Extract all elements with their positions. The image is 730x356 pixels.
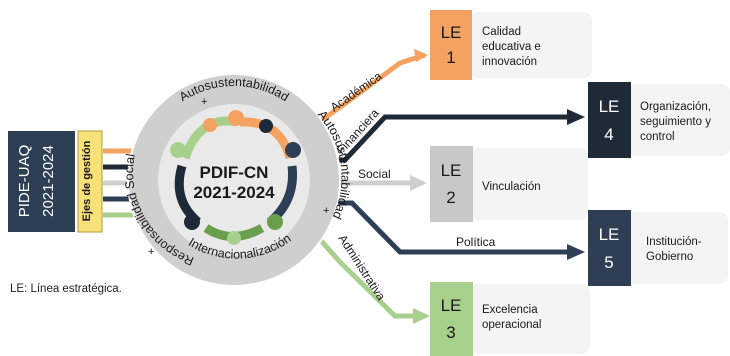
central-disk: Autosustentabilidad Responsabilidad Soci… xyxy=(122,73,353,287)
source-box: PIDE-UAQ 2021-2024 xyxy=(8,131,75,232)
branch-label-academica: Académica xyxy=(328,69,385,115)
le-box-2: LE 2 Vinculación xyxy=(430,146,588,222)
le-3-number: 3 xyxy=(446,323,455,342)
le-4-number: 4 xyxy=(604,125,613,144)
le-4-text: Organización, seguimiento y control xyxy=(640,101,714,143)
center-title-line1: PDIF-CN xyxy=(200,163,269,182)
branch-arrow-financiera xyxy=(567,109,585,125)
le-1-number: 1 xyxy=(446,48,455,67)
le-1-prefix: LE xyxy=(441,23,462,42)
people-ring xyxy=(170,110,301,245)
le-3-text: Excelencia operacional xyxy=(482,304,541,331)
branch-line-academica xyxy=(303,52,426,135)
le-4-prefix: LE xyxy=(599,97,620,116)
le-box-3: LE 3 Excelencia operacional xyxy=(430,282,590,356)
branch-arrow-social xyxy=(410,175,427,191)
axis-label-box: Ejes de gestión xyxy=(77,130,103,233)
le-2-number: 2 xyxy=(446,188,455,207)
branch-arrow-academica xyxy=(414,49,428,62)
branch-line-administrativa xyxy=(306,224,415,319)
svg-text:+: + xyxy=(201,96,207,108)
plus-separators: + + + xyxy=(148,96,329,258)
le-1-text: Calidad educativa e innovación xyxy=(482,26,544,68)
le-2-prefix: LE xyxy=(441,161,462,180)
le-5-text: Institución- Gobierno xyxy=(646,236,705,263)
svg-text:+: + xyxy=(323,205,329,217)
branch-arrow-administrativa xyxy=(413,308,430,324)
le-5-number: 5 xyxy=(604,253,613,272)
branch-arrow-politica xyxy=(567,244,585,260)
center-title-line2: 2021-2024 xyxy=(193,183,275,202)
axis-label: Ejes de gestión xyxy=(81,140,93,221)
le-box-4: LE 4 Organización, seguimiento y control xyxy=(588,82,730,158)
le-5-prefix: LE xyxy=(599,225,620,244)
branch-label-social: Social xyxy=(358,167,391,181)
le-box-1: LE 1 Calidad educativa e innovación xyxy=(430,10,592,80)
le-2-text: Vinculación xyxy=(482,181,541,193)
svg-text:+: + xyxy=(148,246,154,258)
source-line2: 2021-2024 xyxy=(40,145,57,217)
source-line1: PIDE-UAQ xyxy=(16,145,33,218)
le-3-prefix: LE xyxy=(441,296,462,315)
footnote: LE: Línea estratégica. xyxy=(10,283,122,295)
le-box-5: LE 5 Institución- Gobierno xyxy=(588,210,728,286)
branch-label-politica: Política xyxy=(456,235,496,249)
